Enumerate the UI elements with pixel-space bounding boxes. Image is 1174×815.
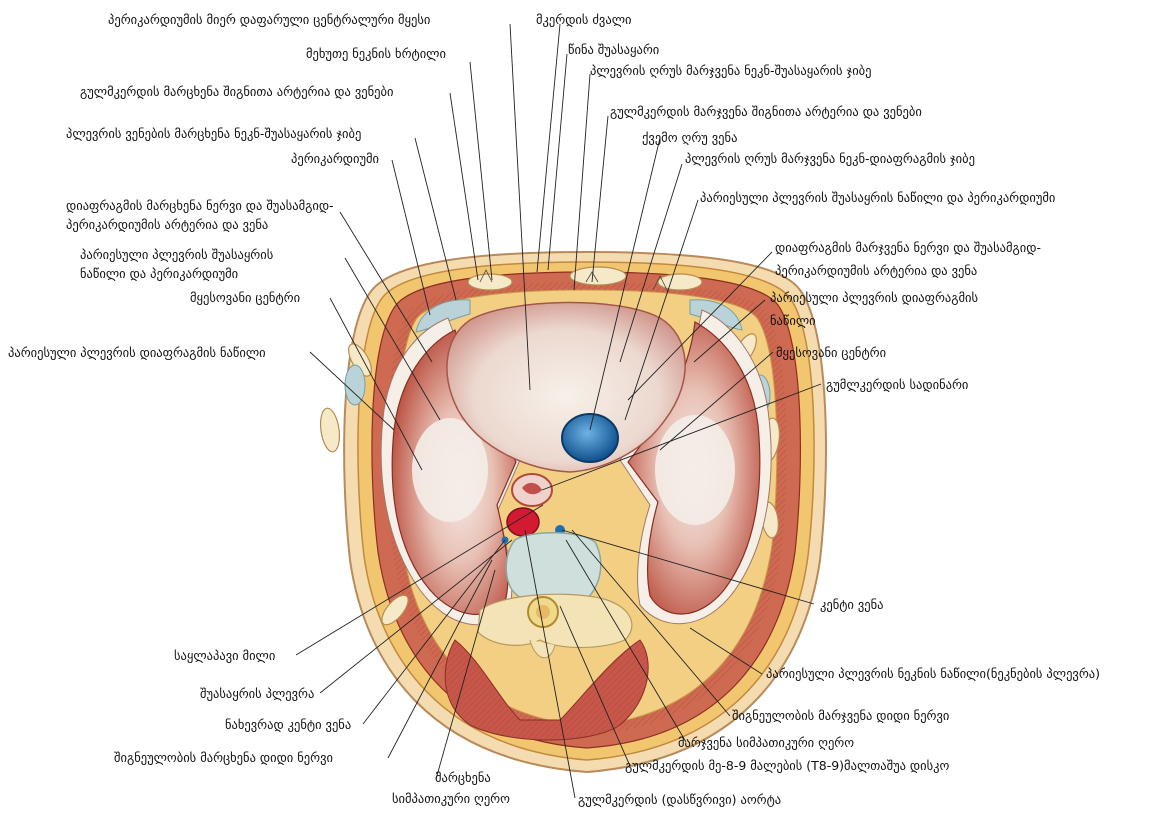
descending-aorta xyxy=(507,508,539,536)
label-parietal-costal-pleura: პარიესული პლევრის ნეკნის ნაწილი(ნეკნების… xyxy=(766,666,1100,682)
label-thoracic-duct: საყლაპავი მილი xyxy=(174,648,275,664)
label-right-phrenic-line2: პერიკარდიუმის არტერია და ვენა xyxy=(775,263,977,279)
label-parietal-diaphragmatic-right-line1: პარიესული პლევრის დიაფრაგმის xyxy=(770,290,978,306)
label-left-sympathetic-line2: სიმპათიკური ღერო xyxy=(392,791,510,807)
label-central-tendon-left: მყესოვანი ცენტრი xyxy=(190,290,300,306)
label-parietal-mediastinal-pericardium-right: პარიესული პლევრის შუასაყრის ნაწილი და პე… xyxy=(700,190,1055,206)
label-pericardium-fused-central-tendon: პერიკარდიუმის მიერ დაფარული ცენტრალური მ… xyxy=(108,12,430,28)
label-inferior-vena-cava: ქვემო ღრუ ვენა xyxy=(642,130,737,146)
label-right-greater-splanchnic: შიგნეულობის მარჯვენა დიდი ნერვი xyxy=(732,708,949,724)
label-left-phrenic-line1: დიაფრაგმის მარცხენა ნერვი და შუასამგიდ- xyxy=(66,198,334,214)
label-right-costomediastinal-recess: პლევრის ღრუს მარჯვენა ნეკნ-შუასაყარის ჯი… xyxy=(590,63,871,79)
label-esophagus: გუმლკერდის სადინარი xyxy=(826,377,968,393)
label-left-internal-thoracic: გულმკერდის მარცხენა შიგნითა არტერია და ვ… xyxy=(80,84,393,100)
label-left-phrenic-line2: პერიკარდიუმის არტერია და ვენა xyxy=(66,217,268,233)
label-intervertebral-disc: გულმკერდის მე-8-9 მალების (T8-9)მალთაშუა… xyxy=(625,758,949,774)
label-azygos-vein: კენტი ვენა xyxy=(820,597,884,613)
label-central-tendon-right: მყესოვანი ცენტრი xyxy=(776,345,886,361)
label-parietal-diaphragmatic-right-line2: ნაწილი xyxy=(770,313,816,329)
label-xiphoid-process: მეხუთე ნეკნის ხრტილი xyxy=(306,46,446,62)
label-mediastinal-pleura: შუასაყრის პლევრა xyxy=(200,686,314,702)
label-right-costodiaphragmatic-recess: პლევრის ღრუს მარჯვენა ნეკნ-დიაფრაგმის ჯი… xyxy=(685,151,975,167)
label-anterior-mediastinum: წინა შუასაყარი xyxy=(568,42,659,58)
label-left-sympathetic-line1: მარცხენა xyxy=(435,770,491,786)
label-pericardium: პერიკარდიუმი xyxy=(291,151,379,167)
label-hemiazygos-vein: ნახევრად კენტი ვენა xyxy=(225,717,351,733)
label-parietal-mediastinal-left-line2: ნაწილი და პერიკარდიუმი xyxy=(80,266,238,282)
label-parietal-diaphragmatic-left: პარიესული პლევრის დიაფრაგმის ნაწილი xyxy=(8,345,266,361)
label-right-sympathetic-trunk: მარჯვენა სიმპათიკური ღერო xyxy=(678,735,854,751)
label-parietal-mediastinal-left-line1: პარიესული პლევრის შუასაყრის xyxy=(80,247,273,263)
label-aorta: გულმკერდის (დასწვრივი) აორტა xyxy=(578,792,781,808)
label-left-costomediastinal-recess: პლევრის ვენების მარცხენა ნეკნ-შუასაყარის… xyxy=(66,126,361,142)
inferior-vena-cava xyxy=(562,414,618,462)
label-left-greater-splanchnic: შიგნეულობის მარცხენა დიდი ნერვი xyxy=(114,750,333,766)
label-right-internal-thoracic: გულმკერდის მარჯვენა შიგნითა არტერია და ვ… xyxy=(610,104,922,120)
label-right-phrenic-line1: დიაფრაგმის მარჯვენა ნერვი და შუასამგიდ- xyxy=(775,240,1041,256)
label-sternum-body: მკერდის ძვალი xyxy=(536,12,631,28)
